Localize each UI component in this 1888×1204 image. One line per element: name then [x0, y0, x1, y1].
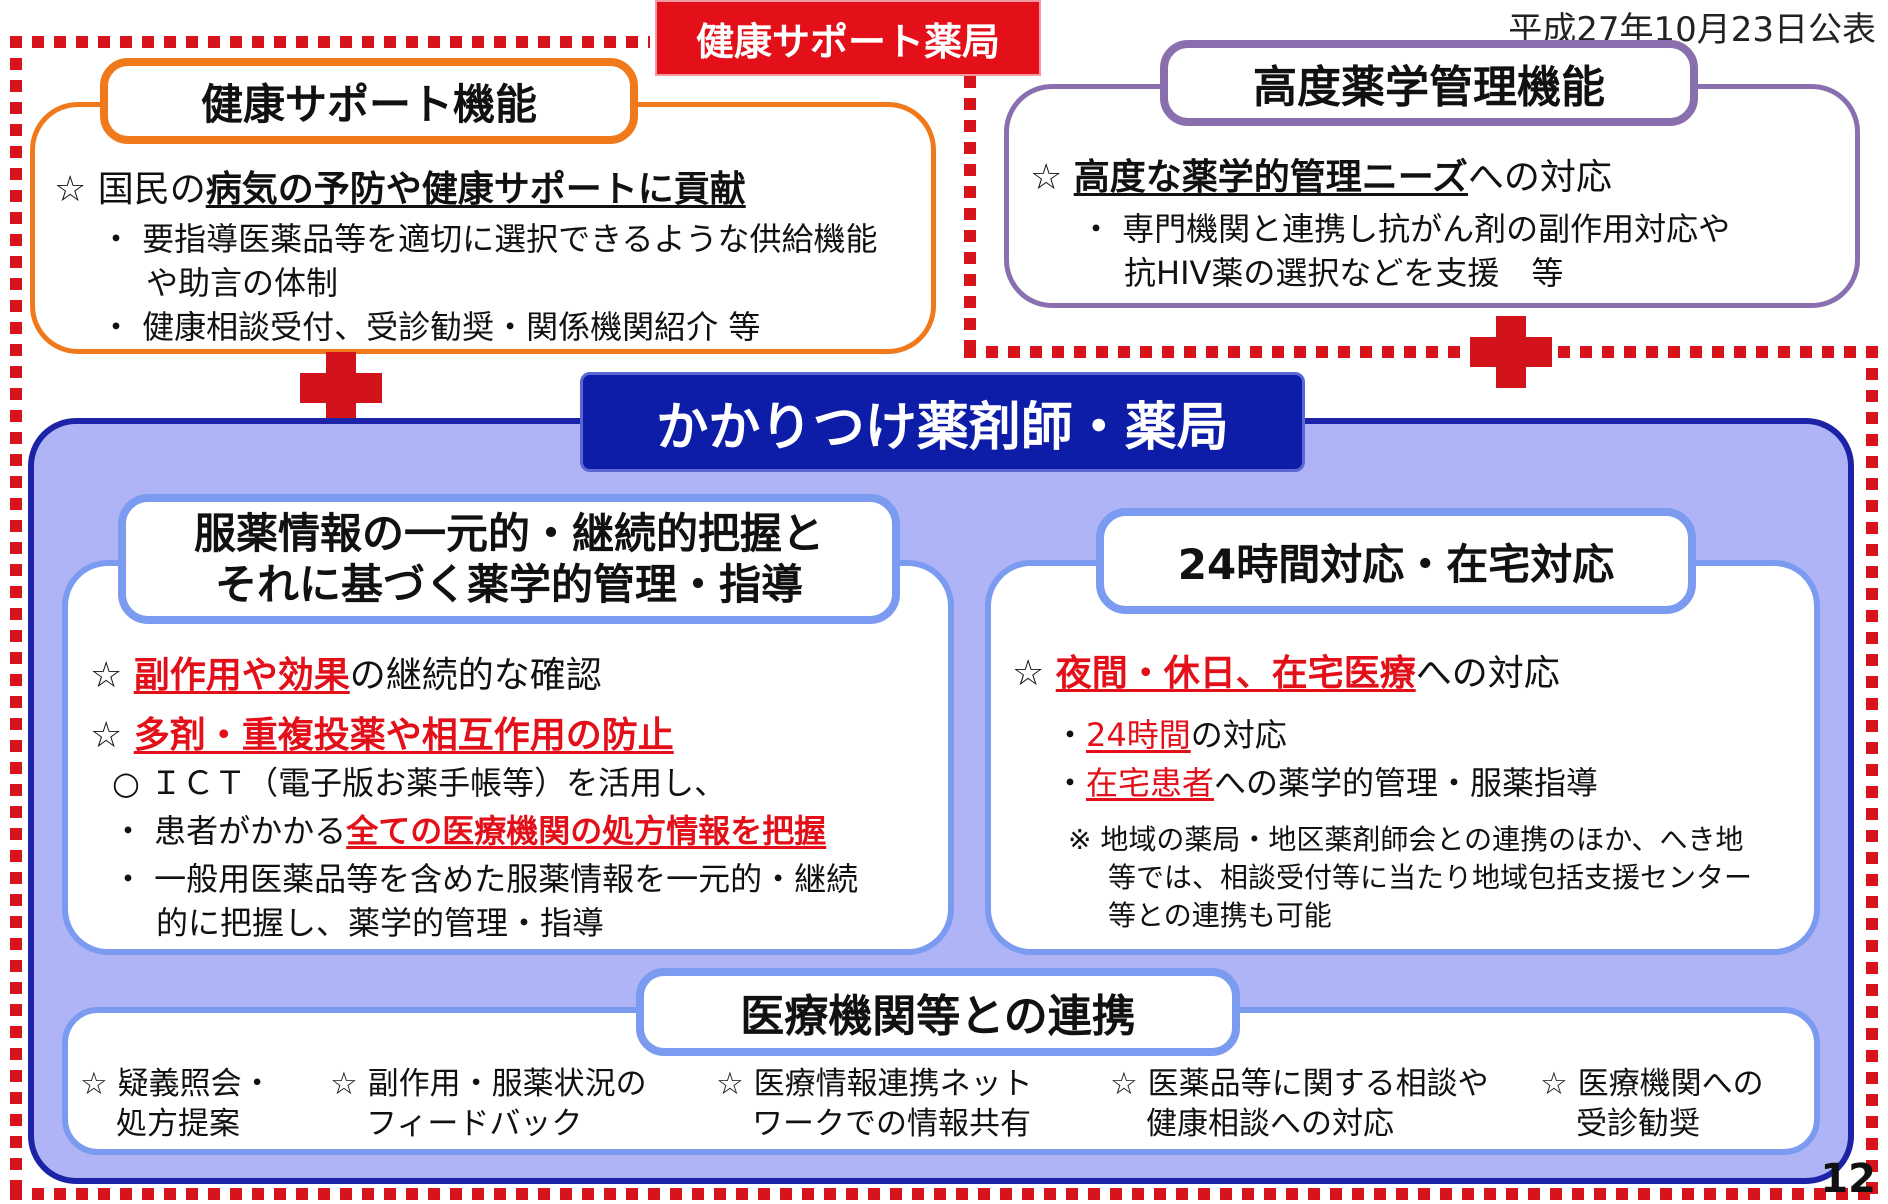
cooperation-title: 医療機関等との連携 [636, 968, 1240, 1056]
central-management-bullet-cont: 的に把握し、薬学的管理・指導 [156, 904, 605, 942]
cooperation-item: ☆ 医薬品等に関する相談や 健康相談への対応 [1110, 1066, 1489, 1143]
health-support-bullet2: ・ 健康相談受付、受診勧奨・関係機関紹介 等 [100, 308, 761, 346]
ict-line: ○ ＩＣＴ（電子版お薬手帳等）を活用し、 [112, 764, 727, 802]
plus-icon [300, 352, 382, 424]
health-support-star: ☆ 国民の病気の予防や健康サポートに貢献 [54, 169, 746, 210]
cooperation-item: ☆ 医療機関への 受診勧奨 [1540, 1066, 1764, 1143]
polypharmacy-star: ☆ 多剤・重複投薬や相互作用の防止 [90, 715, 674, 756]
medication-info-title: 服薬情報の一元的・継続的把握と それに基づく薬学的管理・指導 [118, 494, 900, 624]
night-holiday-star: ☆ 夜間・休日、在宅医療への対応 [1012, 653, 1560, 694]
advanced-management-star: ☆ 高度な薬学的管理ニーズへの対応 [1030, 157, 1612, 198]
health-support-bullet1-cont: や助言の体制 [146, 264, 339, 302]
cooperation-item: ☆ 疑義照会・ 処方提案 [80, 1066, 273, 1143]
advanced-management-bullet-cont: 抗HIV薬の選択などを支援 等 [1124, 254, 1564, 292]
note-line1: ※ 地域の薬局・地区薬剤師会との連携のほか、へき地 [1068, 823, 1744, 856]
note-line3: 等との連携も可能 [1108, 899, 1332, 932]
cooperation-item: ☆ 医療情報連携ネット ワークでの情報共有 [716, 1066, 1033, 1143]
note-line2: 等では、相談受付等に当たり地域包括支援センター [1108, 861, 1753, 894]
page-number: 12 [1820, 1156, 1876, 1202]
prescription-info-bullet: ・ 患者がかかる全ての医療機関の処方情報を把握 [112, 812, 827, 850]
medication-info-title-line1: 服薬情報の一元的・継続的把握と [193, 508, 824, 558]
medication-info-box [62, 560, 954, 955]
side-effect-star: ☆ 副作用や効果の継続的な確認 [90, 655, 602, 696]
home-care-title: 24時間対応・在宅対応 [1096, 508, 1696, 614]
central-management-bullet: ・ 一般用医薬品等を含めた服薬情報を一元的・継続 [112, 860, 859, 898]
health-support-bullet1: ・ 要指導医薬品等を適切に選択できるような供給機能 [100, 220, 878, 258]
advanced-management-bullet: ・ 専門機関と連携し抗がん剤の副作用対応や [1080, 210, 1731, 248]
cooperation-item: ☆ 副作用・服薬状況の フィードバック [330, 1066, 647, 1143]
advanced-management-box [1004, 84, 1860, 308]
h24-bullet: ・24時間の対応 [1054, 716, 1287, 754]
advanced-management-title: 高度薬学管理機能 [1160, 40, 1698, 126]
health-support-pharmacy-tag: 健康サポート薬局 [655, 0, 1041, 76]
health-support-box [30, 102, 936, 354]
health-support-title: 健康サポート機能 [100, 58, 638, 144]
plus-icon [1470, 316, 1552, 388]
family-pharmacist-title: かかりつけ薬剤師・薬局 [580, 372, 1305, 472]
medication-info-title-line2: それに基づく薬学的管理・指導 [214, 560, 803, 609]
home-patient-bullet: ・在宅患者への薬学的管理・服薬指導 [1054, 764, 1599, 802]
